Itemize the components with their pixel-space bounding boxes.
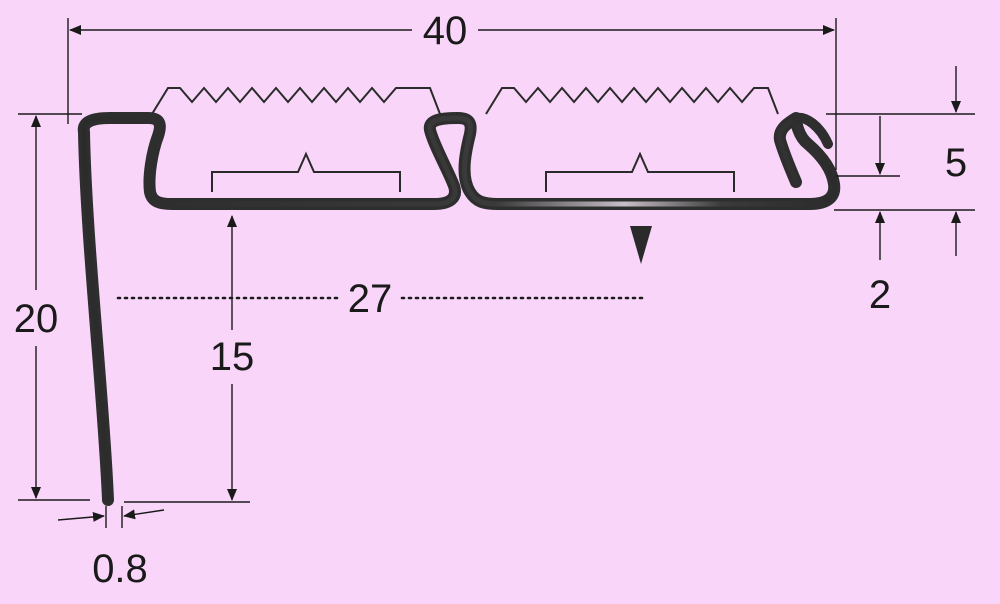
rubber-insert-right	[485, 86, 779, 192]
label-bottom-offset: 2	[869, 273, 891, 317]
profile-outline	[77, 112, 841, 506]
dimension-bottom-offset	[875, 211, 961, 260]
metal-profile	[77, 112, 841, 506]
label-inner-span: 27	[348, 277, 393, 321]
label-inner-height: 15	[210, 335, 255, 379]
rubber-insert-left	[151, 86, 441, 192]
profile-highlight	[81, 115, 837, 503]
label-thickness: 0.8	[92, 547, 148, 591]
dimension-top-offset	[875, 66, 961, 175]
extension-lines	[18, 18, 975, 528]
label-total-height: 20	[14, 297, 59, 341]
dimension-thickness	[57, 509, 165, 522]
triangle-marker-icon	[630, 226, 652, 264]
label-top-offset: 5	[945, 141, 967, 185]
label-overall-width: 40	[423, 9, 468, 53]
